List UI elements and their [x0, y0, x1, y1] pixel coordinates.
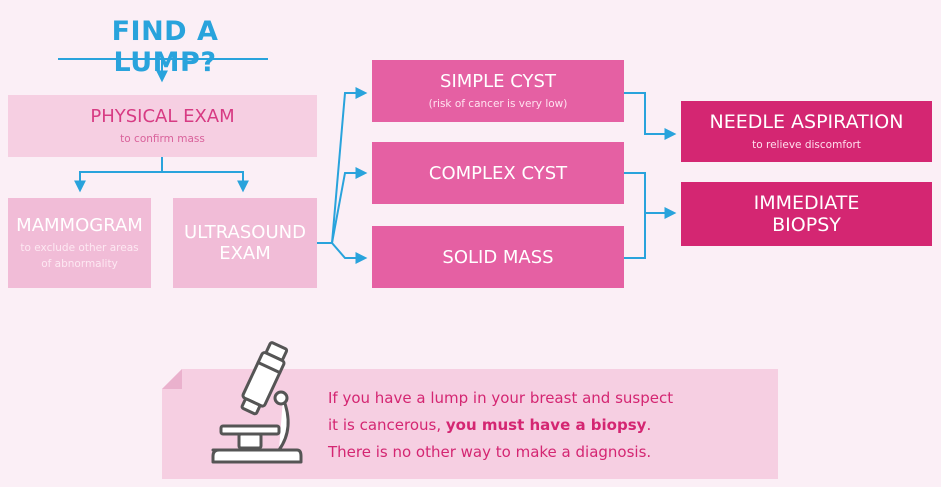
note-text: If you have a lump in your breast and su… [328, 385, 768, 466]
complex-cyst-box: COMPLEX CYST [372, 142, 624, 204]
note-line-3: There is no other way to make a diagnosi… [328, 443, 652, 461]
note-line-2: it is cancerous, you must have a biopsy. [328, 412, 768, 439]
physical-exam-box: PHYSICAL EXAM to confirm mass [8, 95, 317, 157]
arrow-ultrasound-to-solid-mass [331, 242, 368, 264]
note-line-1: If you have a lump in your breast and su… [328, 389, 674, 407]
needle-aspiration-box: NEEDLE ASPIRATION to relieve discomfort [681, 101, 932, 162]
arrow-complex-cyst-to-biopsy [624, 172, 677, 219]
mammogram-sub: to exclude other areas of abnormality [20, 241, 139, 270]
simple-cyst-sub: (risk of cancer is very low) [428, 97, 568, 110]
arrow-solid-mass-to-biopsy [624, 213, 646, 259]
simple-cyst-label: SIMPLE CYST [440, 70, 556, 92]
immediate-biopsy-box: IMMEDIATE BIOPSY [681, 182, 932, 246]
ultrasound-exam-box: ULTRASOUND EXAM [173, 198, 317, 288]
mammogram-box: MAMMOGRAM to exclude other areas of abno… [8, 198, 151, 288]
needle-aspiration-label: NEEDLE ASPIRATION [709, 110, 904, 133]
arrow-ultrasound-to-simple-cyst [317, 87, 368, 244]
solid-mass-label: SOLID MASS [442, 246, 554, 268]
immediate-biopsy-label-line2: BIOPSY [772, 214, 841, 236]
needle-aspiration-sub: to relieve discomfort [752, 138, 861, 151]
arrow-exam-to-ultrasound [162, 171, 249, 193]
arrow-exam-to-mammogram [74, 157, 163, 193]
ultrasound-label-line2: EXAM [219, 243, 271, 264]
page-title: FIND A LUMP? [111, 16, 219, 78]
note-line-2-suffix: . [646, 416, 652, 434]
microscope-icon [211, 341, 303, 464]
mammogram-label: MAMMOGRAM [16, 214, 143, 236]
simple-cyst-box: SIMPLE CYST (risk of cancer is very low) [372, 60, 624, 122]
arrow-simple-cyst-to-aspiration [624, 92, 677, 140]
complex-cyst-label: COMPLEX CYST [428, 162, 568, 184]
note-emphasis: you must have a biopsy [445, 416, 647, 434]
note-line-2-prefix: it is cancerous, [328, 416, 446, 434]
immediate-biopsy-label-line1: IMMEDIATE [753, 192, 860, 214]
solid-mass-box: SOLID MASS [372, 226, 624, 288]
note-corner-fold [162, 369, 182, 389]
physical-exam-label: PHYSICAL EXAM [90, 105, 235, 127]
ultrasound-label-line1: ULTRASOUND [184, 222, 306, 243]
arrow-ultrasound-to-complex-cyst [331, 167, 368, 244]
physical-exam-sub: to confirm mass [120, 132, 205, 145]
